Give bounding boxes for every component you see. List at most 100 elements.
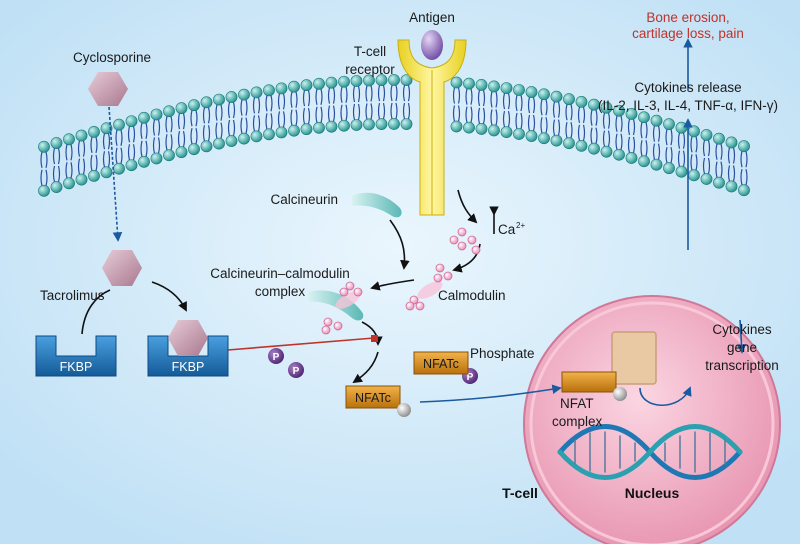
calcium-ion: [345, 281, 355, 291]
lipid-head: [213, 137, 225, 150]
lipid-tail: [577, 106, 586, 142]
tcell-label: T-cell: [502, 485, 538, 501]
gene-transcription-label-3: transcription: [705, 358, 779, 373]
lipid-head: [138, 155, 150, 168]
dephosphorylation-arrow: [352, 351, 379, 384]
lipid-tail: [352, 85, 361, 121]
lipid-head: [650, 158, 663, 171]
lipid-head: [375, 74, 388, 87]
lipid-head: [350, 119, 363, 131]
lipid-head: [563, 93, 575, 106]
lipid-head: [625, 152, 638, 164]
lipid-tail: [665, 129, 673, 164]
tacrolimus-to-fkbp-arrow: [151, 281, 187, 312]
cyclosporine-molecule: [88, 72, 128, 106]
cytokines-list-label: (IL-2, IL-3, IL-4, TNF-α, IFN-γ): [598, 98, 778, 113]
lipid-tail: [652, 125, 661, 160]
lipid-head: [275, 126, 288, 139]
lipid-head: [450, 120, 463, 133]
lipid-tail: [102, 133, 111, 168]
lipid-head: [338, 119, 350, 132]
lipid-tail: [477, 89, 486, 125]
complex-label-2: complex: [255, 284, 306, 299]
lipid-head: [238, 132, 250, 145]
ca-influx-arrow: [457, 189, 478, 224]
calcium-ion: [457, 227, 467, 237]
lipid-head: [513, 128, 525, 140]
lipid-tail: [377, 84, 386, 120]
calcium-ion: [467, 235, 477, 245]
lipid-head: [288, 124, 300, 137]
lipid-head: [38, 140, 50, 153]
complex-calmodulin-part: [335, 291, 361, 309]
bone-erosion-label-1: Bone erosion,: [646, 10, 729, 25]
lipid-head: [550, 134, 563, 147]
lipid-tail: [365, 85, 373, 120]
lipid-tail: [465, 88, 473, 123]
lipid-tail: [527, 96, 536, 132]
lipid-tail: [590, 109, 598, 144]
phosphate-2-label: P: [293, 366, 300, 377]
lipid-head: [650, 114, 663, 127]
lipid-tail: [690, 136, 698, 171]
lipid-tail: [52, 147, 61, 183]
lipid-head: [75, 129, 88, 142]
phosphate-label: Phosphate: [470, 346, 535, 361]
gene-block: [611, 331, 657, 385]
phosphate-1-label: P: [273, 352, 280, 363]
lipid-head: [688, 125, 700, 138]
lipid-tail: [252, 97, 261, 132]
lipid-tail: [190, 110, 198, 145]
lipid-head: [550, 90, 563, 103]
lipid-tail: [77, 140, 86, 175]
calcium-ion: [321, 325, 331, 335]
lipid-head: [700, 173, 713, 185]
lipid-head: [63, 177, 75, 190]
lipid-head: [263, 84, 275, 97]
tcell-receptor-label-1: T-cell: [354, 44, 386, 59]
lipid-tail: [340, 86, 348, 121]
lipid-head: [613, 104, 625, 117]
lipid-head: [175, 102, 188, 115]
lipid-tail: [202, 107, 211, 142]
lipid-head: [600, 145, 613, 158]
lipid-head: [375, 118, 388, 131]
lipid-head: [713, 132, 725, 145]
lipid-head: [488, 124, 500, 137]
lipid-tail: [402, 84, 411, 120]
lipid-head: [225, 91, 238, 103]
lipid-tail: [640, 122, 648, 157]
lipid-head: [500, 82, 513, 95]
fkbp-label-1: FKBP: [60, 360, 93, 374]
lipid-head: [250, 86, 263, 99]
lipid-head: [200, 140, 213, 153]
lipid-head: [100, 166, 113, 179]
lipid-head: [475, 123, 488, 135]
lipid-head: [538, 132, 550, 145]
gene-transcription-label-1: Cytokines: [712, 322, 772, 337]
antigen-label: Antigen: [409, 10, 455, 25]
lipid-tail: [327, 87, 336, 122]
lipid-head: [188, 143, 200, 156]
inhibition-line: [227, 337, 375, 351]
lipid-tail: [702, 139, 711, 175]
calcium-ion: [457, 241, 467, 251]
cyclosporine-label: Cyclosporine: [73, 50, 151, 65]
lipid-tail: [277, 93, 286, 128]
lipid-head: [238, 88, 250, 101]
calcium-ions: [321, 227, 481, 335]
lipid-head: [288, 80, 300, 93]
lipid-head: [75, 173, 88, 186]
calcineurin-arrow: [389, 219, 410, 270]
dna-helix: [557, 424, 743, 480]
lipid-tail: [90, 136, 98, 172]
lipid-head: [475, 79, 488, 91]
lipid-head: [675, 121, 688, 134]
calcium-ion: [433, 273, 443, 283]
tacrolimus-label: Tacrolimus: [40, 288, 105, 303]
bound-drug-molecule: [168, 320, 208, 356]
complex-label-1: Calcineurin–calmodulin: [210, 266, 350, 281]
lipid-head: [325, 120, 338, 133]
lipid-head: [575, 95, 588, 108]
